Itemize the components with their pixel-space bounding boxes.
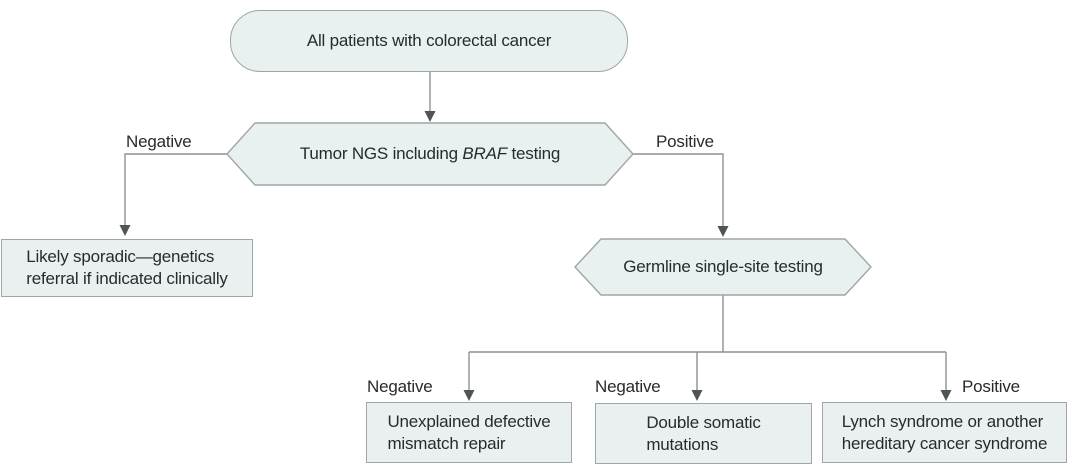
mismatch-repair-line2: mismatch repair bbox=[387, 433, 506, 453]
edge-label-ngs-positive: Positive bbox=[656, 132, 714, 151]
tumor-ngs-label-suffix: testing bbox=[506, 144, 561, 163]
double-somatic-line2: mutations bbox=[646, 434, 719, 454]
lynch-syndrome-line2: hereditary cancer syndrome bbox=[841, 433, 1048, 453]
edge-label-germline-negative-left: Negative bbox=[367, 377, 433, 396]
hexagon-tumor-ngs bbox=[226, 122, 634, 186]
arrowhead-icon bbox=[691, 390, 703, 401]
node-mismatch-repair-text: Unexplained defective mismatch repair bbox=[387, 411, 550, 455]
node-sporadic-referral: Likely sporadic—genetics referral if ind… bbox=[1, 239, 253, 297]
node-tumor-ngs: Tumor NGS including BRAF testing bbox=[227, 123, 633, 185]
edge-label-germline-negative-mid: Negative bbox=[595, 377, 661, 396]
mismatch-repair-line1: Unexplained defective bbox=[387, 411, 551, 431]
double-somatic-line1: Double somatic bbox=[646, 412, 761, 432]
arrowhead-icon bbox=[119, 225, 131, 236]
tumor-ngs-label-gene: BRAF bbox=[462, 144, 507, 163]
node-germline-testing: Germline single-site testing bbox=[575, 239, 871, 295]
node-double-somatic: Double somatic mutations bbox=[595, 403, 812, 464]
arrowhead-icon bbox=[424, 111, 436, 122]
node-tumor-ngs-label: Tumor NGS including BRAF testing bbox=[299, 143, 561, 165]
node-lynch-syndrome: Lynch syndrome or another hereditary can… bbox=[822, 402, 1067, 463]
tumor-ngs-label-prefix: Tumor NGS including bbox=[299, 144, 463, 163]
node-all-patients-label: All patients with colorectal cancer bbox=[306, 31, 552, 50]
sporadic-referral-line1: Likely sporadic—genetics bbox=[26, 247, 215, 266]
edge-label-germline-positive: Positive bbox=[962, 377, 1020, 396]
node-lynch-syndrome-text: Lynch syndrome or another hereditary can… bbox=[842, 411, 1048, 455]
node-all-patients: All patients with colorectal cancer bbox=[230, 10, 628, 72]
node-mismatch-repair: Unexplained defective mismatch repair bbox=[366, 402, 572, 463]
edge-label-ngs-negative: Negative bbox=[126, 132, 192, 151]
sporadic-referral-line2: referral if indicated clinically bbox=[26, 269, 228, 288]
arrowhead-icon bbox=[463, 390, 475, 401]
node-double-somatic-text: Double somatic mutations bbox=[646, 412, 761, 456]
lynch-syndrome-line1: Lynch syndrome or another bbox=[841, 411, 1044, 431]
arrowhead-icon bbox=[940, 390, 952, 401]
edge-ngs-negative bbox=[124, 153, 227, 226]
arrowhead-icon bbox=[717, 226, 729, 237]
hexagon-germline-testing bbox=[574, 238, 872, 296]
node-sporadic-referral-text: Likely sporadic—genetics referral if ind… bbox=[26, 246, 228, 290]
node-germline-testing-label: Germline single-site testing bbox=[623, 257, 823, 276]
edge-ngs-positive bbox=[633, 153, 724, 227]
